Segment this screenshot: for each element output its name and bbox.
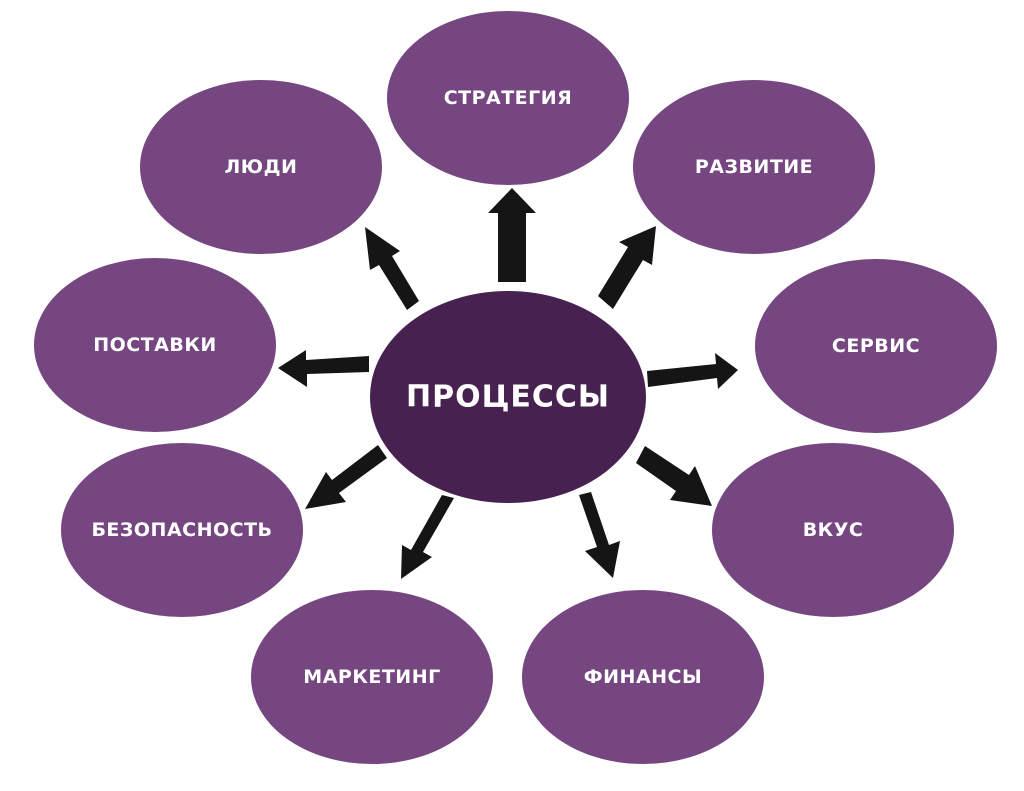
arrow-to-development — [598, 226, 656, 309]
node-strategy: СТРАТЕГИЯ — [387, 11, 629, 185]
node-service: СЕРВИС — [755, 259, 997, 433]
node-marketing: МАРКЕТИНГ — [251, 590, 493, 764]
arrow-to-security — [305, 445, 387, 509]
center-node: ПРОЦЕССЫ — [370, 291, 646, 503]
node-label: СТРАТЕГИЯ — [444, 87, 573, 109]
node-label: РАЗВИТИЕ — [695, 156, 813, 178]
node-label: СЕРВИС — [832, 335, 920, 357]
node-label: ФИНАНСЫ — [584, 666, 702, 688]
arrows-group — [278, 188, 738, 579]
node-development: РАЗВИТИЕ — [633, 80, 875, 254]
center-label: ПРОЦЕССЫ — [406, 380, 610, 415]
node-supplies: ПОСТАВКИ — [34, 258, 276, 432]
node-label: ПОСТАВКИ — [93, 334, 217, 356]
node-ellipse — [387, 11, 629, 185]
arrow-to-supplies — [278, 350, 369, 387]
node-ellipse — [251, 590, 493, 764]
node-ellipse — [522, 590, 764, 764]
node-ellipse — [712, 443, 954, 617]
arrow-to-people — [365, 227, 419, 310]
node-finance: ФИНАНСЫ — [522, 590, 764, 764]
arrow-to-taste — [636, 446, 712, 506]
arrow-to-finance — [579, 492, 620, 578]
node-ellipse — [755, 259, 997, 433]
arrow-to-service — [647, 353, 738, 389]
center-ellipse — [370, 291, 646, 503]
node-ellipse — [61, 443, 303, 617]
node-ellipse — [34, 258, 276, 432]
node-ellipse — [633, 80, 875, 254]
arrow-to-marketing — [401, 495, 454, 579]
node-taste: ВКУС — [712, 443, 954, 617]
node-label: МАРКЕТИНГ — [303, 666, 440, 688]
node-label: БЕЗОПАСНОСТЬ — [91, 519, 272, 541]
node-ellipse — [140, 80, 382, 254]
node-security: БЕЗОПАСНОСТЬ — [61, 443, 303, 617]
node-people: ЛЮДИ — [140, 80, 382, 254]
node-label: ЛЮДИ — [225, 156, 298, 178]
node-label: ВКУС — [803, 519, 864, 541]
arrow-to-strategy — [488, 188, 536, 282]
